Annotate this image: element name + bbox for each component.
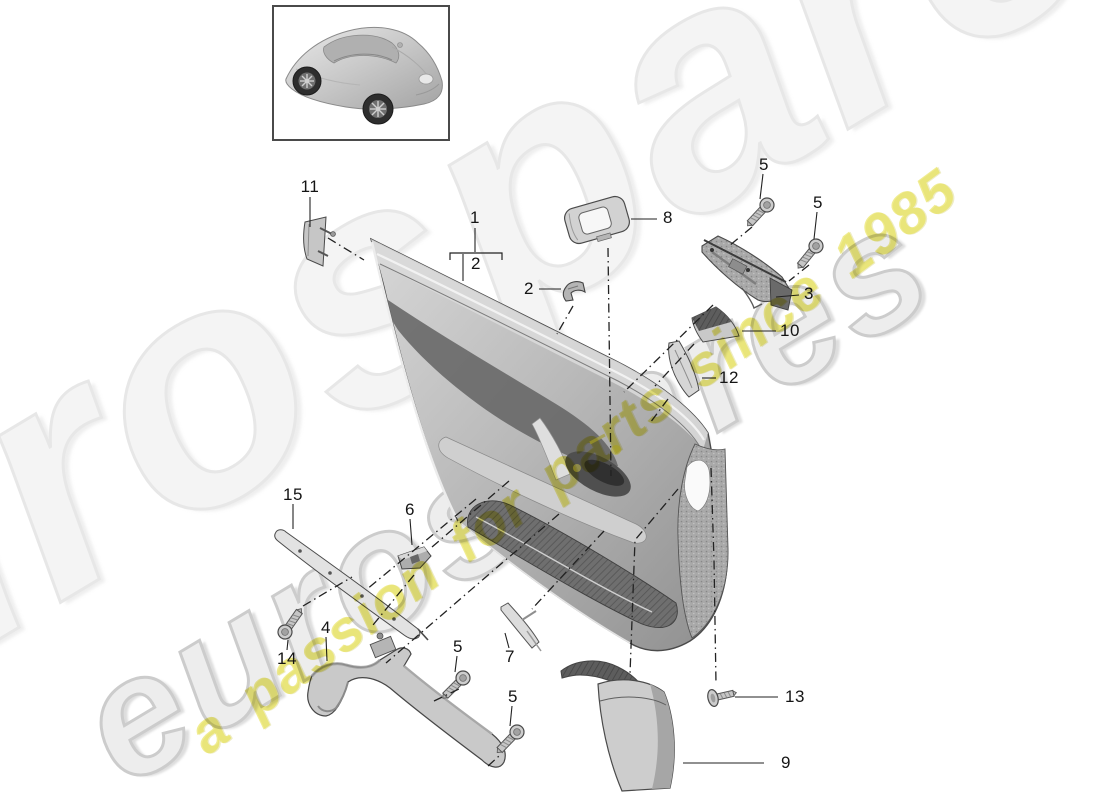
inner-handle-blade bbox=[531, 417, 571, 481]
tweeter-trim-part-11 bbox=[303, 216, 336, 267]
door-armrest bbox=[438, 436, 647, 544]
screw-part-5a bbox=[741, 194, 778, 232]
screw-part-14 bbox=[274, 604, 308, 643]
door-handle-cup bbox=[565, 451, 631, 497]
blade-trim-part-12 bbox=[668, 340, 700, 398]
leader-lines bbox=[286, 173, 818, 764]
carrier-bracket-part-3 bbox=[701, 235, 793, 311]
trim-strip-part-15 bbox=[274, 529, 429, 641]
screw-part-5c bbox=[437, 667, 474, 704]
vehicle-inset-box bbox=[272, 5, 450, 141]
car-headlight bbox=[418, 73, 434, 85]
handle-bezel-part-8 bbox=[564, 195, 630, 245]
car-mirror bbox=[397, 42, 403, 48]
screw-part-5b bbox=[792, 235, 827, 274]
clamp-part-2 bbox=[562, 281, 586, 302]
wedge-trim-part-10 bbox=[691, 306, 740, 343]
door-trim-panel bbox=[369, 237, 729, 652]
door-latch-mechanism bbox=[573, 433, 621, 472]
assembly-lines bbox=[302, 226, 810, 767]
door-recess-shadow bbox=[387, 300, 618, 467]
pull-handle-part-4 bbox=[307, 632, 506, 768]
guide-pin-part-7 bbox=[500, 602, 542, 652]
clip-block-part-6 bbox=[397, 546, 432, 570]
vehicle-thumbnail bbox=[285, 26, 443, 125]
door-rear-cutout bbox=[684, 459, 711, 512]
screw-part-13 bbox=[707, 689, 737, 707]
armrest-part-9 bbox=[560, 660, 675, 792]
